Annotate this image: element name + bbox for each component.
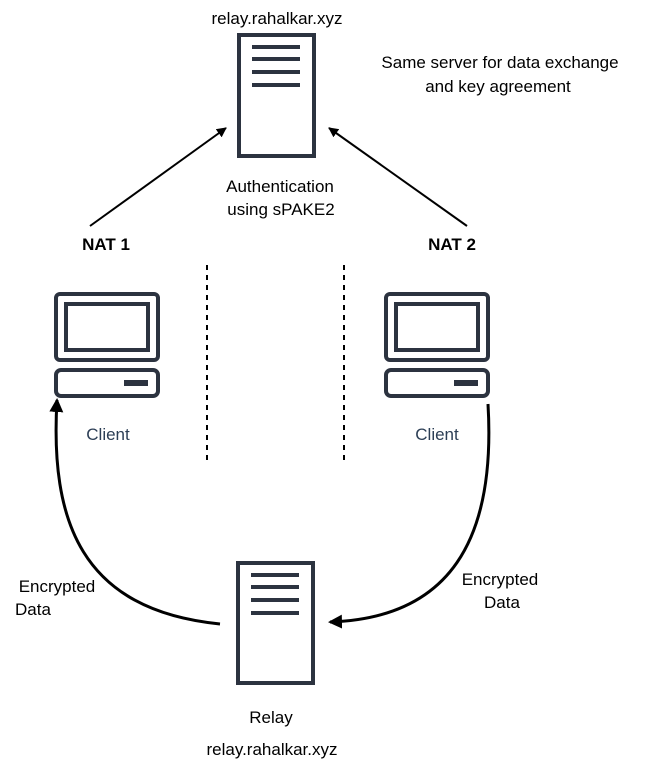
right-encrypted-label-line1: Encrypted (462, 570, 539, 589)
right-client-computer-icon (384, 292, 490, 398)
left-client-label: Client (86, 425, 130, 444)
right-client-to-relay-arrow (328, 403, 491, 629)
left-encrypted-label-line2: Data (15, 600, 51, 619)
relay-server-label: Relay (249, 708, 293, 727)
relay-server-hostname: relay.rahalkar.xyz (206, 740, 337, 759)
right-client-label: Client (415, 425, 459, 444)
nat1-label: NAT 1 (82, 235, 130, 254)
top-server-hostname: relay.rahalkar.xyz (211, 9, 342, 28)
relay-to-left-client-arrow (49, 398, 221, 626)
authentication-label-line2: using sPAKE2 (227, 200, 334, 219)
nat2-to-server-arrow (328, 127, 468, 227)
nat2-label: NAT 2 (428, 235, 476, 254)
relay-server-icon (236, 561, 315, 685)
nat1-to-server-arrow (89, 127, 227, 227)
authentication-label-line1: Authentication (226, 177, 334, 196)
left-client-computer-icon (54, 292, 160, 398)
shared-server-note-line1: Same server for data exchange (381, 53, 618, 72)
top-server-icon (237, 33, 316, 158)
right-encrypted-label-line2: Data (484, 593, 520, 612)
left-encrypted-label-line1: Encrypted (19, 577, 96, 596)
shared-server-note-line2: and key agreement (425, 77, 571, 96)
